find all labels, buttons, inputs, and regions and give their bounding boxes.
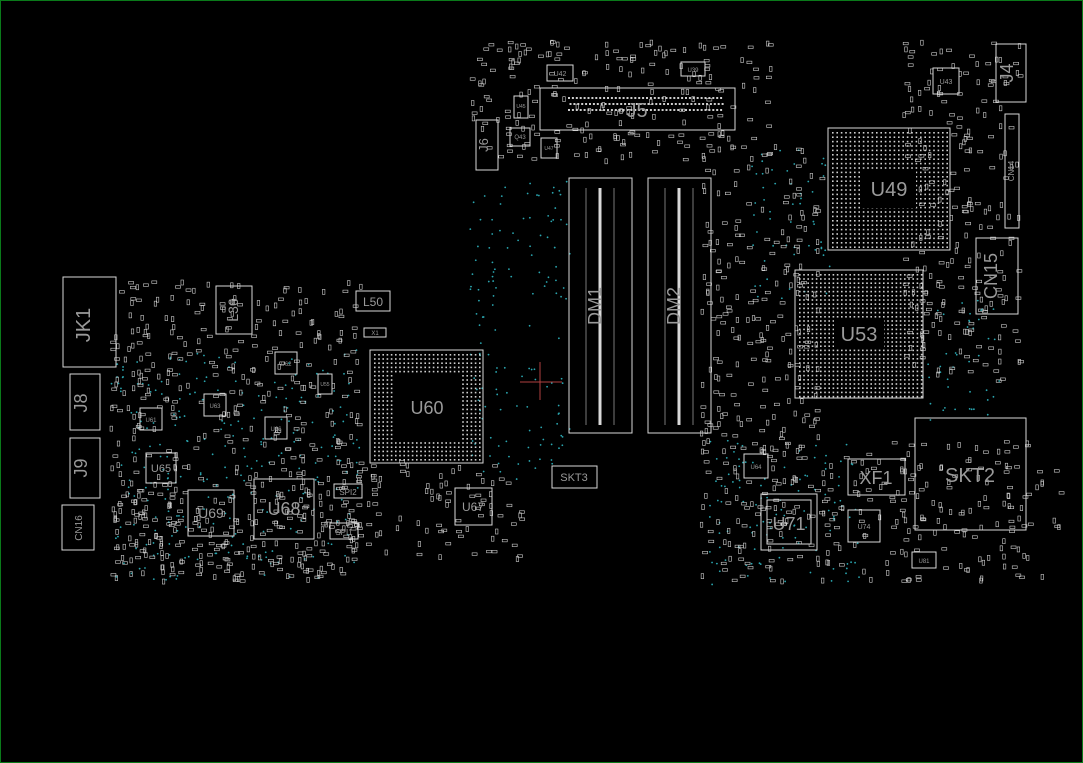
- label-L36: L36: [225, 298, 241, 322]
- component-U74[interactable]: U74: [847, 509, 881, 543]
- component-U43[interactable]: U43: [932, 67, 960, 95]
- label-U42: U42: [554, 71, 567, 78]
- label-SPI2: SPI2: [339, 488, 357, 497]
- label-J8: J8: [71, 393, 91, 412]
- label-U67: U67: [462, 500, 484, 514]
- component-U61[interactable]: U61: [139, 407, 163, 431]
- component-CN16[interactable]: CN16: [61, 504, 95, 551]
- component-U71[interactable]: U71: [760, 493, 818, 551]
- label-CN16: CN16: [74, 515, 85, 541]
- component-L36[interactable]: L36: [215, 285, 253, 335]
- label-U81: U81: [918, 559, 930, 565]
- label-U65: U65: [151, 463, 171, 475]
- label-J5: J5: [626, 100, 647, 122]
- label-XF1: XF1: [859, 468, 892, 488]
- label-U53: U53: [841, 324, 878, 346]
- component-SPI1[interactable]: SPI1: [329, 522, 359, 540]
- component-L50[interactable]: L50: [355, 290, 391, 312]
- component-U63[interactable]: U63: [203, 393, 227, 417]
- component-CN15[interactable]: CN15: [975, 237, 1019, 315]
- component-J6[interactable]: J6: [475, 119, 499, 171]
- label-DM1: DM1: [585, 287, 605, 325]
- component-U45[interactable]: U45: [513, 95, 529, 119]
- component-U42[interactable]: U42: [546, 64, 574, 82]
- component-U47[interactable]: U47: [540, 137, 558, 159]
- component-U64[interactable]: U64: [743, 453, 769, 479]
- label-U63: U63: [209, 404, 221, 410]
- component-SPI2[interactable]: SPI2: [333, 483, 363, 499]
- label-U64: U64: [750, 465, 762, 471]
- label-U45: U45: [516, 104, 525, 110]
- pad-layer: [109, 39, 1065, 585]
- component-XF1[interactable]: XF1: [847, 458, 906, 496]
- label-X1: X1: [371, 331, 379, 337]
- label-U39: U39: [687, 68, 699, 74]
- component-U39[interactable]: U39: [680, 61, 706, 77]
- label-J6: J6: [476, 138, 491, 152]
- label-U66: U66: [270, 427, 282, 433]
- component-X1[interactable]: X1: [363, 327, 387, 338]
- component-U55[interactable]: U55: [317, 373, 333, 395]
- component-CN14[interactable]: CN14: [1004, 113, 1020, 229]
- label-U71: U71: [772, 514, 805, 534]
- label-U61: U61: [145, 418, 157, 424]
- label-SPI1: SPI1: [335, 528, 353, 537]
- label-U68: U68: [267, 499, 300, 519]
- label-SKT2: SKT2: [945, 465, 995, 487]
- component-U67[interactable]: U67: [454, 487, 493, 526]
- label-U60: U60: [410, 398, 443, 418]
- component-Q43[interactable]: Q43: [509, 127, 531, 147]
- label-U47: U47: [544, 146, 553, 152]
- component-U49[interactable]: U49: [827, 127, 951, 251]
- component-J5[interactable]: J5: [539, 87, 736, 131]
- label-L50: L50: [363, 295, 383, 309]
- crosshair-cursor-icon: [520, 362, 562, 400]
- label-U62: U62: [280, 362, 292, 368]
- component-J8[interactable]: J8: [69, 373, 101, 431]
- label-U69: U69: [198, 505, 224, 521]
- component-U81[interactable]: U81: [911, 551, 937, 569]
- component-DM1[interactable]: DM1: [568, 177, 633, 434]
- via-layer: [110, 149, 1001, 586]
- component-U66[interactable]: U66: [264, 416, 288, 440]
- label-J4: J4: [997, 63, 1017, 82]
- component-J4[interactable]: J4: [995, 43, 1027, 103]
- component-J9[interactable]: J9: [69, 437, 101, 499]
- component-U53[interactable]: U53: [794, 269, 924, 399]
- label-DM2: DM2: [664, 287, 684, 325]
- label-CN15: CN15: [981, 253, 1001, 299]
- label-SKT3: SKT3: [560, 472, 588, 484]
- component-U69[interactable]: U69: [187, 489, 235, 537]
- label-J9: J9: [71, 458, 91, 477]
- component-JK1[interactable]: JK1: [62, 276, 117, 368]
- component-DM2[interactable]: DM2: [647, 177, 712, 434]
- component-U65[interactable]: U65: [145, 452, 177, 484]
- component-SKT2[interactable]: SKT2: [914, 417, 1027, 531]
- component-U60[interactable]: U60: [369, 349, 484, 464]
- component-U62[interactable]: U62: [274, 351, 298, 375]
- label-U49: U49: [871, 179, 908, 201]
- label-U55: U55: [320, 382, 329, 388]
- label-CN14: CN14: [1007, 160, 1016, 181]
- label-Q43: Q43: [514, 135, 526, 141]
- label-U74: U74: [858, 524, 871, 531]
- component-SKT3[interactable]: SKT3: [551, 465, 598, 489]
- component-U68[interactable]: U68: [253, 478, 315, 540]
- label-JK1: JK1: [73, 308, 95, 342]
- label-U43: U43: [940, 79, 953, 86]
